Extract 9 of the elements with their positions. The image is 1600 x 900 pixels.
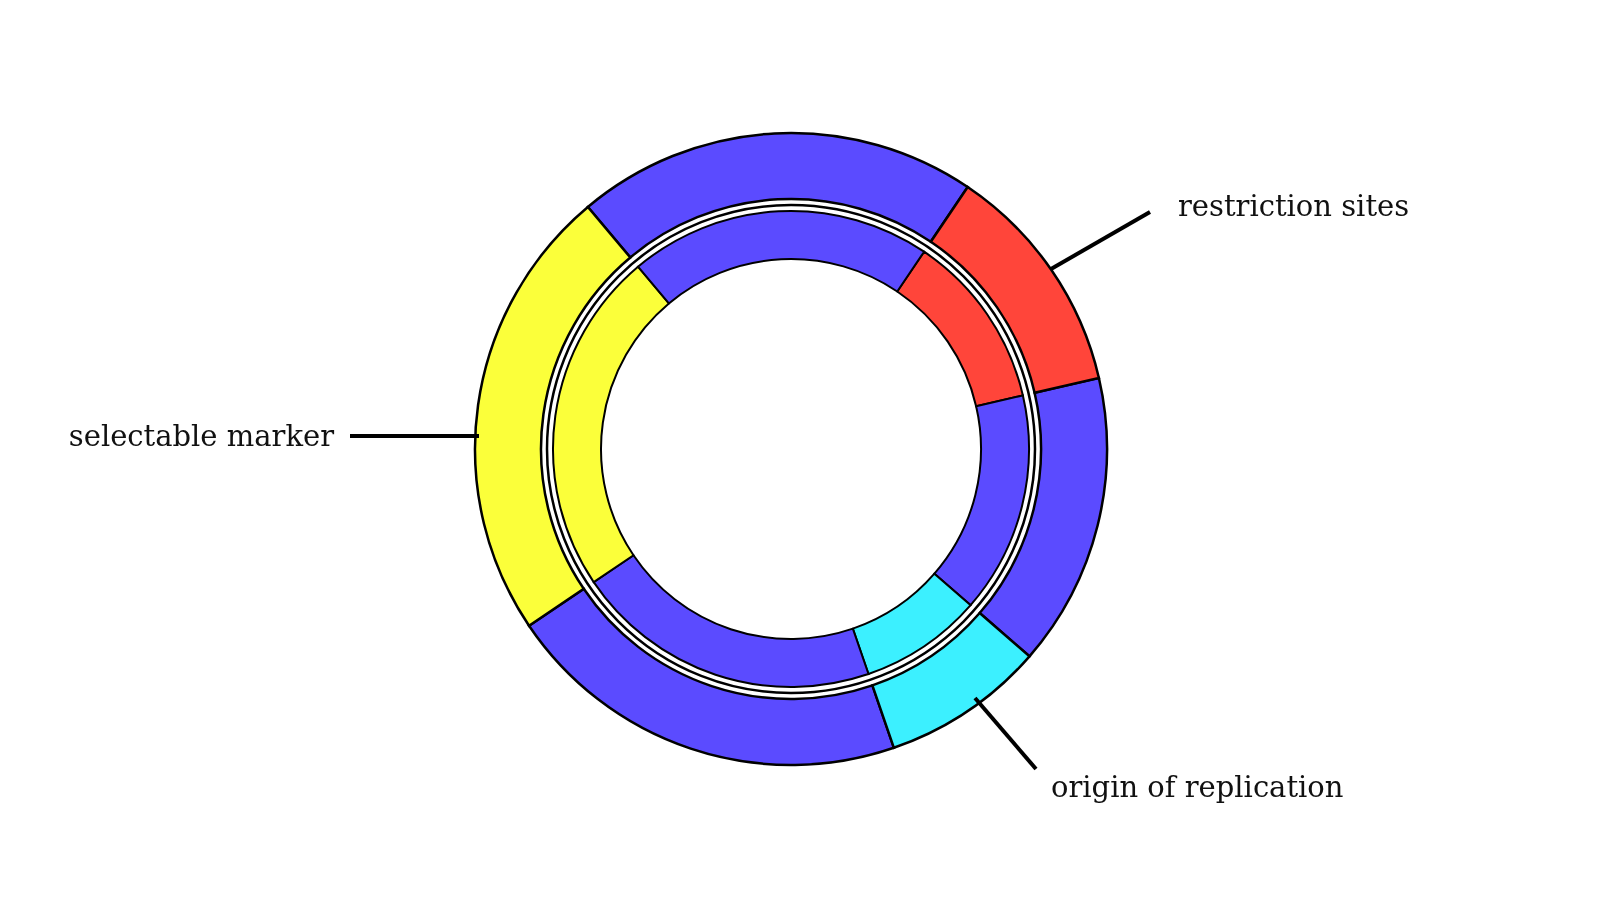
plasmid-segment [871,611,1031,750]
leader-line [350,434,479,438]
feature-label: origin of replication [1051,769,1344,805]
feature-label: restriction sites [1178,188,1410,224]
feature-label: selectable marker [68,418,334,454]
leader-line [1050,210,1151,271]
plasmid-segment [473,205,632,627]
plasmid-segment [929,185,1101,394]
leader-line [973,696,1038,771]
